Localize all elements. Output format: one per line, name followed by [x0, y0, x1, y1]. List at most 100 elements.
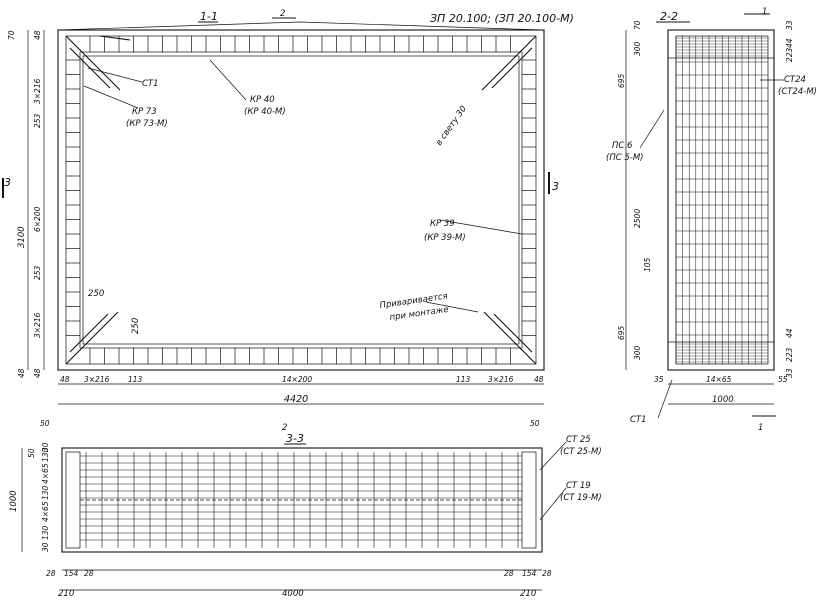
- section-mark-left: 3: [4, 176, 11, 189]
- svg-text:113: 113: [456, 375, 471, 384]
- callout-ps6: ПС 6: [612, 141, 633, 151]
- svg-text:48: 48: [60, 375, 70, 384]
- callout-kr73: КР 73: [132, 107, 157, 117]
- callout-kr39m: (КР 39-М): [424, 233, 466, 243]
- svg-text:154: 154: [522, 569, 537, 578]
- section-top-dim-left: 50: [40, 419, 50, 428]
- svg-text:300: 300: [633, 345, 642, 360]
- svg-text:4420: 4420: [284, 394, 308, 405]
- side-bottom-cut: 1: [758, 423, 763, 433]
- side-outline: [667, 29, 775, 371]
- plan-cage-outer: [65, 35, 537, 365]
- section-cut-mark: 2: [282, 423, 287, 433]
- svg-text:105: 105: [643, 257, 652, 272]
- callout-st19: СТ 19: [566, 481, 591, 491]
- callout-kr40m: (КР 40-М): [244, 107, 286, 117]
- plan-leaders: [83, 59, 523, 313]
- section-top-dim-right: 50: [530, 419, 540, 428]
- svg-text:210: 210: [58, 589, 74, 599]
- svg-text:48: 48: [33, 30, 42, 40]
- svg-text:4×65: 4×65: [41, 501, 50, 522]
- svg-text:35: 35: [654, 375, 664, 384]
- dim-250-b: 250: [131, 318, 141, 334]
- svg-text:253: 253: [33, 265, 42, 280]
- svg-text:30: 30: [41, 442, 50, 452]
- svg-text:210: 210: [520, 589, 536, 599]
- section-title: 3-3: [286, 432, 304, 445]
- svg-text:154: 154: [64, 569, 79, 578]
- svg-text:33: 33: [785, 20, 794, 30]
- plan-rebar-ticks: [66, 36, 536, 364]
- section-view: 3-3 2 СТ 25 (СТ 25-М) СТ 19 (СТ 19-М) 50…: [9, 419, 602, 599]
- svg-text:253: 253: [33, 113, 42, 128]
- svg-text:28: 28: [46, 569, 56, 578]
- svg-text:695: 695: [617, 325, 626, 340]
- svg-text:113: 113: [128, 375, 143, 384]
- svg-text:4×65: 4×65: [41, 463, 50, 484]
- svg-text:1000: 1000: [712, 395, 734, 405]
- callout-st19m: (СТ 19-М): [560, 493, 602, 503]
- svg-text:70: 70: [633, 20, 642, 30]
- svg-text:33: 33: [785, 368, 794, 378]
- svg-text:223: 223: [785, 47, 794, 62]
- svg-text:2500: 2500: [633, 209, 642, 228]
- svg-text:14×65: 14×65: [706, 375, 732, 384]
- svg-text:48: 48: [534, 375, 544, 384]
- section-left-dims: 50 30 130 4×65 130 4×65 130 30 1000: [9, 442, 50, 552]
- side-bottom-dims: 35 14×65 55 1000: [654, 375, 788, 405]
- svg-text:223: 223: [785, 347, 794, 362]
- svg-text:28: 28: [84, 569, 94, 578]
- side-left-dims: 70 300 695 2500 105 695 300: [617, 20, 652, 360]
- svg-text:48: 48: [33, 368, 42, 378]
- section-bottom-dims: 28 154 28 28 154 28 210 4000 210: [46, 569, 552, 599]
- section-rebars: [80, 452, 522, 548]
- callout-kr40: КР 40: [250, 95, 275, 105]
- svg-text:130: 130: [41, 447, 50, 462]
- plan-top-slope: [57, 21, 545, 31]
- svg-text:695: 695: [617, 73, 626, 88]
- svg-text:3×216: 3×216: [33, 312, 42, 338]
- svg-text:30: 30: [41, 542, 50, 552]
- plan-outline: [57, 29, 545, 371]
- svg-text:44: 44: [785, 38, 794, 48]
- plan-title: 1-1: [200, 10, 218, 23]
- plan-cage-inner: [79, 51, 523, 349]
- svg-text:50: 50: [27, 448, 36, 458]
- side-title: 2-2: [660, 10, 678, 23]
- svg-text:3×216: 3×216: [84, 375, 110, 384]
- callout-st25m: (СТ 25-М): [560, 447, 602, 457]
- callout-st1: СТ1: [142, 79, 159, 89]
- side-right-dims: 33 44 223 44 223 33: [785, 20, 794, 378]
- svg-text:3×216: 3×216: [488, 375, 514, 384]
- callout-kr39: КР 39: [430, 219, 455, 229]
- svg-text:130: 130: [41, 525, 50, 540]
- svg-text:4000: 4000: [282, 589, 304, 599]
- section-outline: [61, 447, 543, 553]
- note-clear-span: в свету 30: [434, 104, 469, 148]
- svg-text:28: 28: [504, 569, 514, 578]
- plan-cut-mark: 2: [280, 9, 285, 19]
- section-mark-right: 3: [552, 180, 559, 193]
- callout-st24m: (СТ24-М): [778, 87, 817, 97]
- plan-heading: ЗП 20.100; (ЗП 20.100-М): [430, 12, 574, 25]
- plan-view: 1-1 2 ЗП 20.100; (ЗП 20.100-М) СТ1 КР 73…: [2, 9, 574, 405]
- svg-text:48: 48: [17, 368, 26, 378]
- callout-st24: СТ24: [784, 75, 806, 85]
- plan-left-dims: 70 48 3×216 253 6×200 253 3×216 48 3100 …: [7, 30, 42, 378]
- svg-text:3×216: 3×216: [33, 78, 42, 104]
- svg-text:70: 70: [7, 30, 16, 40]
- svg-text:44: 44: [785, 328, 794, 338]
- svg-text:28: 28: [542, 569, 552, 578]
- svg-text:3100: 3100: [17, 226, 27, 248]
- callout-kr73m: (КР 73-М): [126, 119, 168, 129]
- plan-corner-bars: [65, 35, 537, 365]
- svg-text:130: 130: [41, 485, 50, 500]
- dim-250-a: 250: [88, 289, 104, 299]
- svg-text:6×200: 6×200: [33, 206, 42, 232]
- svg-text:14×200: 14×200: [282, 375, 312, 384]
- callout-st1-side: СТ1: [630, 415, 647, 425]
- plan-opening: [82, 55, 520, 345]
- svg-text:300: 300: [633, 41, 642, 56]
- svg-text:1000: 1000: [9, 490, 19, 512]
